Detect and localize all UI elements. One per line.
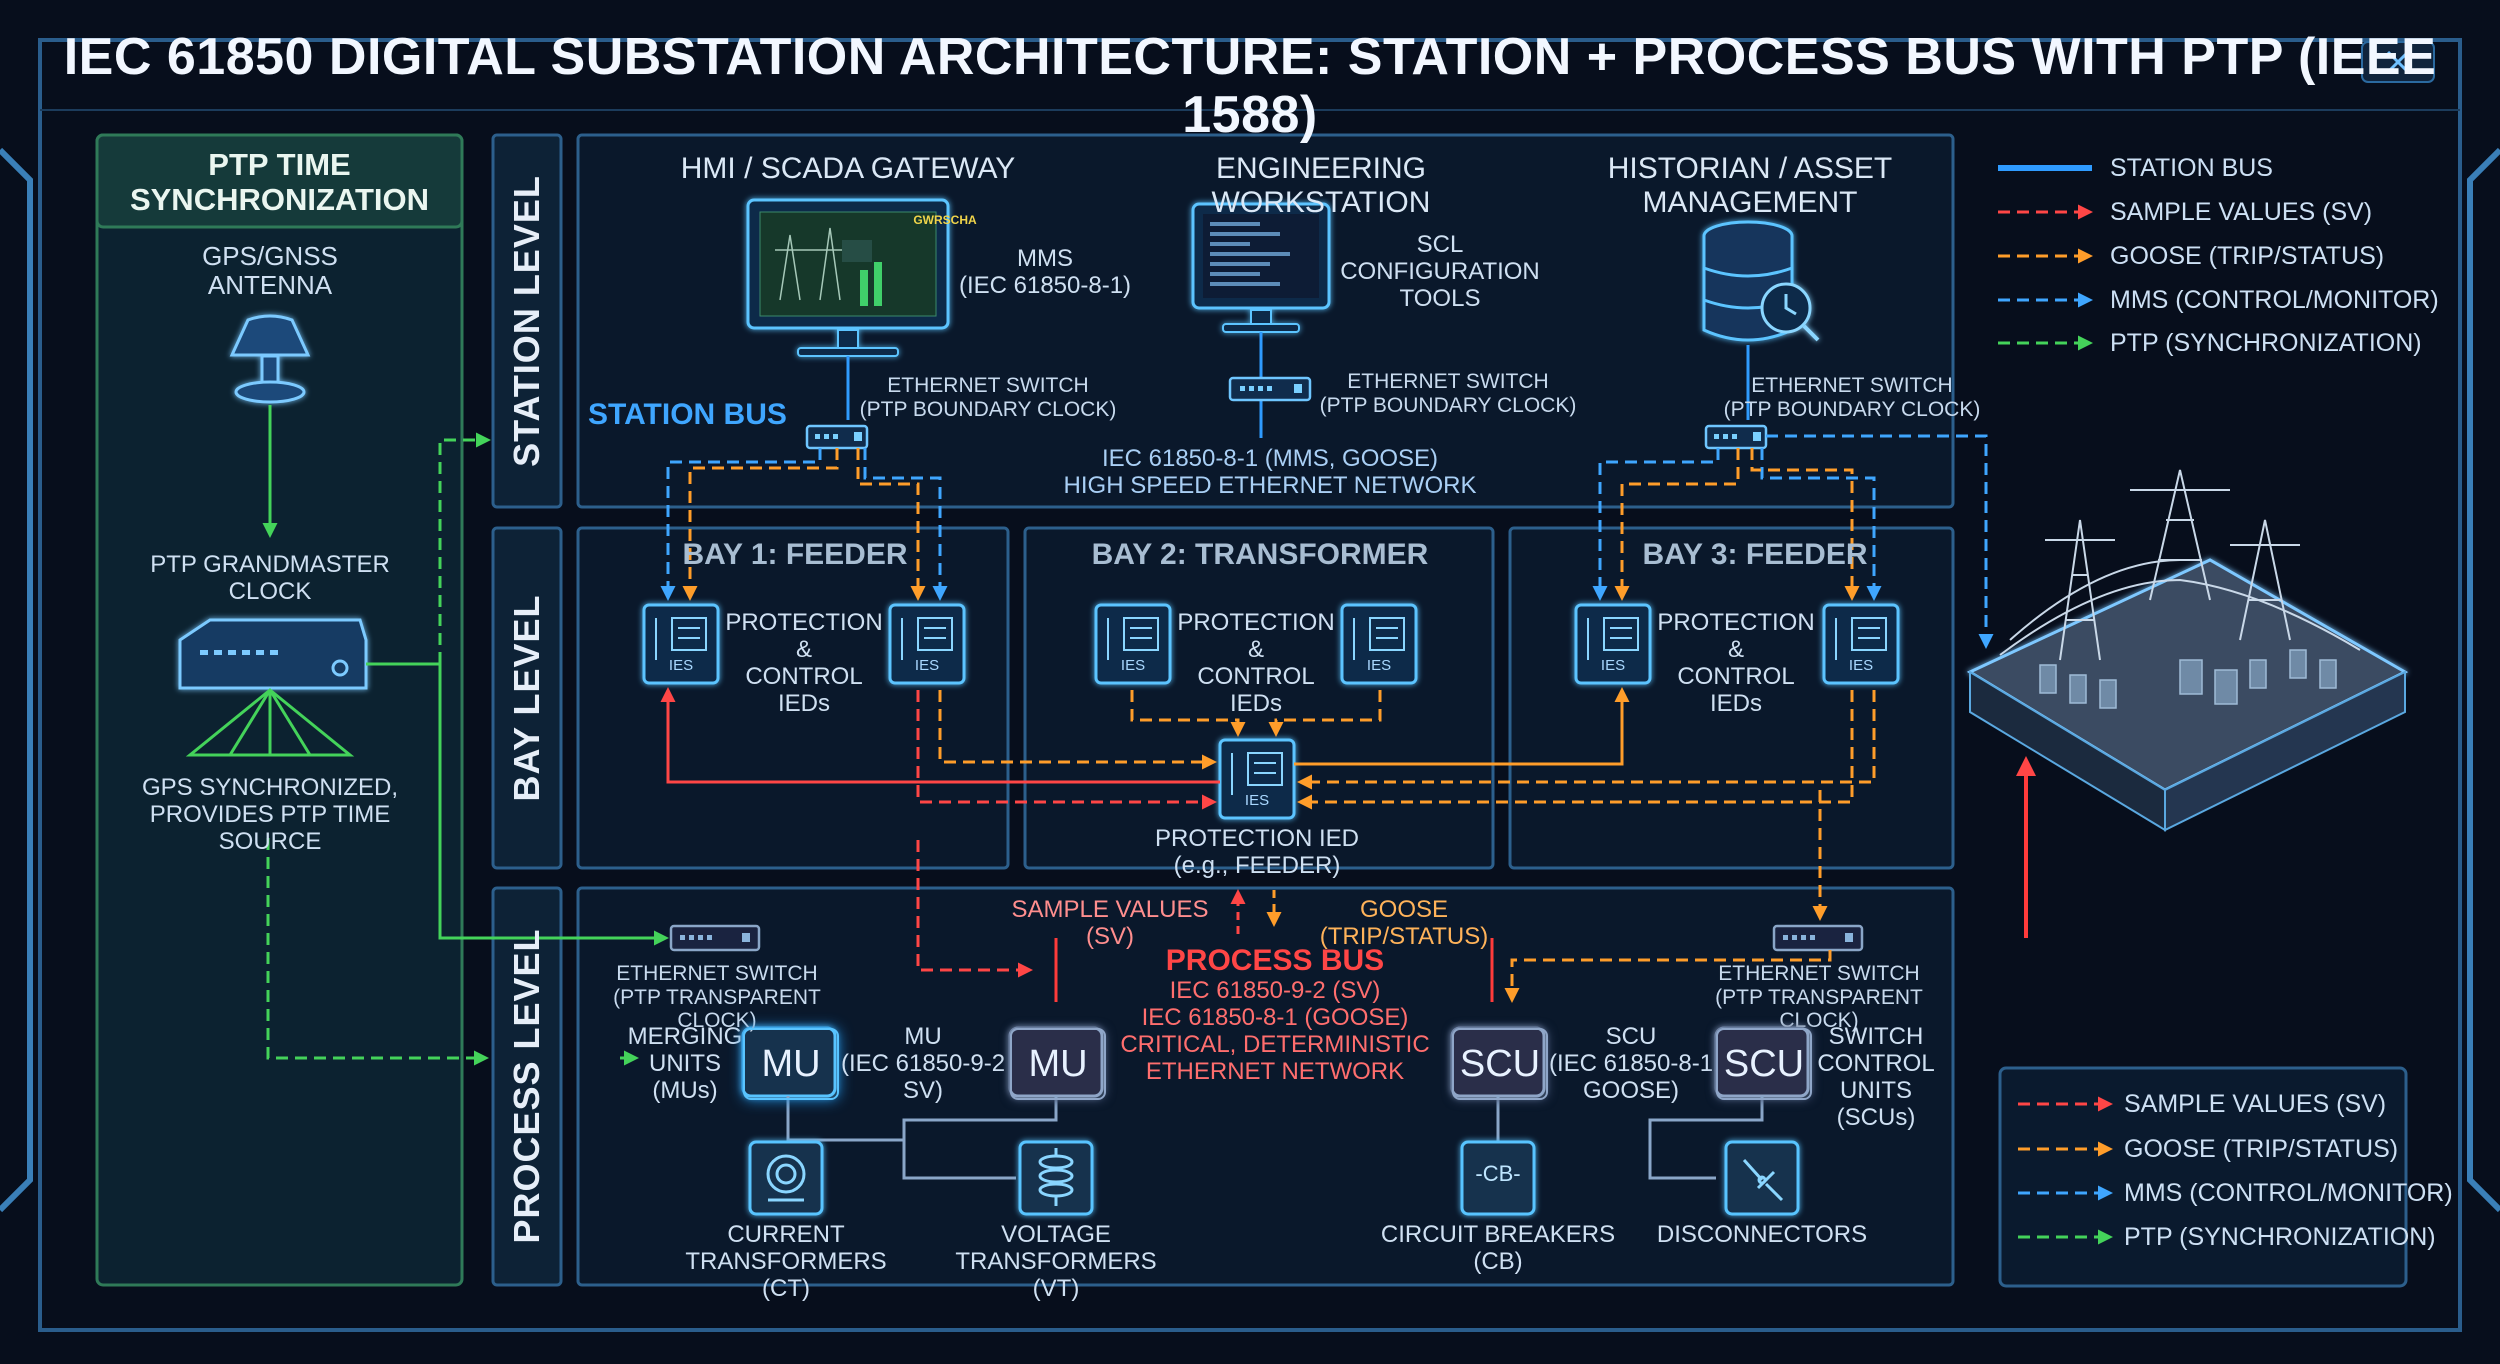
ied-tag-3: IES: [1120, 657, 1146, 674]
vt-coil-icon: [1038, 1148, 1074, 1206]
historian-database-icon: [1702, 220, 1820, 342]
bay2-ied-label: PROTECTION & CONTROL IEDs: [1177, 609, 1335, 717]
disconnectors-label: DISCONNECTORS: [1656, 1221, 1868, 1248]
current-transformers-label: CURRENT TRANSFORMERS (CT): [685, 1221, 887, 1302]
hmi-protocol: MMS (IEC 61850-8-1): [958, 245, 1132, 299]
station-switch-label-3: ETHERNET SWITCH (PTP BOUNDARY CLOCK): [1723, 374, 1981, 421]
mu-2-box: MU: [1010, 1028, 1106, 1100]
ied-tag-5: IES: [1600, 657, 1626, 674]
substation-illustration: [1966, 469, 2409, 832]
gps-sync-note: GPS SYNCHRONIZED, PROVIDES PTP TIME SOUR…: [141, 774, 399, 855]
process-switch-ports: [680, 933, 1853, 942]
ied-tag-1: IES: [668, 657, 694, 674]
ptp-links: [266, 432, 669, 1066]
cb-symbol: -CB-: [1475, 1161, 1521, 1186]
historian-title: HISTORIAN / ASSET MANAGEMENT: [1607, 152, 1893, 219]
engineering-workstation-title: ENGINEERING WORKSTATION: [1211, 152, 1431, 219]
page-title: IEC 61850 DIGITAL SUBSTATION ARCHITECTUR…: [63, 28, 2437, 145]
legend-bottom-item-4: PTP (SYNCHRONIZATION): [2124, 1223, 2436, 1251]
grandmaster-clock-icon: [178, 618, 368, 690]
process-switch-icons: [669, 924, 1864, 952]
legend-top-item-4: MMS (CONTROL/MONITOR): [2110, 286, 2439, 314]
ptp-panel-heading: PTP TIME SYNCHRONIZATION: [129, 147, 430, 217]
bay1-title: BAY 1: FEEDER: [682, 538, 908, 571]
circuit-breakers-label: CIRCUIT BREAKERS (CB): [1380, 1221, 1616, 1275]
bay-flows: [660, 687, 1876, 934]
hmi-scada-title: HMI / SCADA GATEWAY: [680, 152, 1016, 185]
mu-protocol-label: MU (IEC 61850-9-2 SV): [840, 1023, 1006, 1104]
sv-flow-label: SAMPLE VALUES (SV): [1011, 896, 1209, 950]
level-columns: [491, 133, 563, 1287]
mu-1-box: MU: [743, 1028, 839, 1100]
scu-2-box: SCU: [1716, 1028, 1812, 1100]
mms-links: [660, 434, 1994, 649]
ied-tag-4: IES: [1366, 657, 1392, 674]
ct-coil-icon: [766, 1154, 806, 1202]
process-switch-label-2: ETHERNET SWITCH (PTP TRANSPARENT CLOCK): [1715, 962, 1923, 1033]
station-bus-description: IEC 61850-8-1 (MMS, GOOSE) HIGH SPEED ET…: [1063, 445, 1477, 499]
bay2-title: BAY 2: TRANSFORMER: [1091, 538, 1429, 571]
ptp-panel: [95, 133, 464, 1287]
station-switch-label-1: ETHERNET SWITCH (PTP BOUNDARY CLOCK): [859, 374, 1117, 421]
gps-signal-lines: [185, 688, 355, 757]
voltage-transformers-label: VOLTAGE TRANSFORMERS (VT): [955, 1221, 1157, 1302]
station-level-label: STATION LEVEL: [506, 175, 547, 467]
goose-station-links: [682, 448, 1860, 601]
bay1-ied-label: PROTECTION & CONTROL IEDs: [725, 609, 883, 717]
legend-bottom-box: [1998, 1066, 2408, 1288]
engineering-workstation-icon: [1191, 202, 1331, 333]
legend-top-item-2: SAMPLE VALUES (SV): [2110, 198, 2373, 226]
legend-top-item-1: STATION BUS: [2110, 154, 2273, 182]
central-ied-label: PROTECTION IED (e.g., FEEDER): [1154, 825, 1359, 879]
process-level-label: PROCESS LEVEL: [506, 928, 547, 1244]
gps-antenna-icon: [229, 314, 311, 404]
ied-tag-central: IES: [1244, 792, 1270, 809]
legend-bottom-item-2: GOOSE (TRIP/STATUS): [2124, 1135, 2399, 1163]
goose-flow-label: GOOSE (TRIP/STATUS): [1319, 896, 1489, 950]
legend-top-item-5: PTP (SYNCHRONIZATION): [2110, 329, 2422, 357]
hmi-monitor-icon: [746, 198, 950, 357]
process-bus-description: IEC 61850-9-2 (SV) IEC 61850-8-1 (GOOSE)…: [1120, 977, 1430, 1085]
process-bus-title: PROCESS BUS: [1165, 944, 1385, 977]
bay3-title: BAY 3: FEEDER: [1642, 538, 1868, 571]
process-switch-label-1: ETHERNET SWITCH (PTP TRANSPARENT CLOCK): [613, 962, 821, 1033]
scu-protocol-label: SCU (IEC 61850-8-1 GOOSE): [1548, 1023, 1714, 1104]
ied-tag-2: IES: [914, 657, 940, 674]
legend-bottom-item-3: MMS (CONTROL/MONITOR): [2124, 1179, 2453, 1207]
merging-units-label: MERGING UNITS (MUs): [627, 1023, 743, 1104]
top-right-badge: [2361, 41, 2435, 83]
legend-bottom-item-1: SAMPLE VALUES (SV): [2124, 1090, 2387, 1118]
legend-top-box: [1998, 165, 2093, 351]
outer-frame: [0, 38, 2500, 1332]
hmi-screen-caption: GWRSCHA: [913, 214, 977, 227]
disconnector-icon: [1742, 1158, 1784, 1202]
process-drops: [916, 840, 1832, 1003]
switch-port-dots: [815, 384, 1761, 441]
bay3-ied-label: PROTECTION & CONTROL IEDs: [1657, 609, 1815, 717]
bay-ied-icons: [642, 603, 1900, 820]
station-drops: [846, 332, 1750, 438]
field-links: [786, 1096, 1764, 1180]
station-bus-label: STATION BUS: [588, 398, 787, 431]
bay-level-label: BAY LEVEL: [506, 594, 547, 802]
station-switch-label-2: ETHERNET SWITCH (PTP BOUNDARY CLOCK): [1319, 370, 1577, 417]
ied-tag-6: IES: [1848, 657, 1874, 674]
scu-1-box: SCU: [1452, 1028, 1548, 1100]
legend-top-item-3: GOOSE (TRIP/STATUS): [2110, 242, 2385, 270]
gps-antenna-label: GPS/GNSS ANTENNA: [202, 241, 338, 301]
grandmaster-label: PTP GRANDMASTER CLOCK: [150, 551, 390, 605]
switch-control-units-label: SWITCH CONTROL UNITS (SCUs): [1817, 1023, 1935, 1131]
scl-configuration-tools: SCL CONFIGURATION TOOLS: [1340, 231, 1540, 312]
ied-front-panels: [655, 617, 1887, 795]
